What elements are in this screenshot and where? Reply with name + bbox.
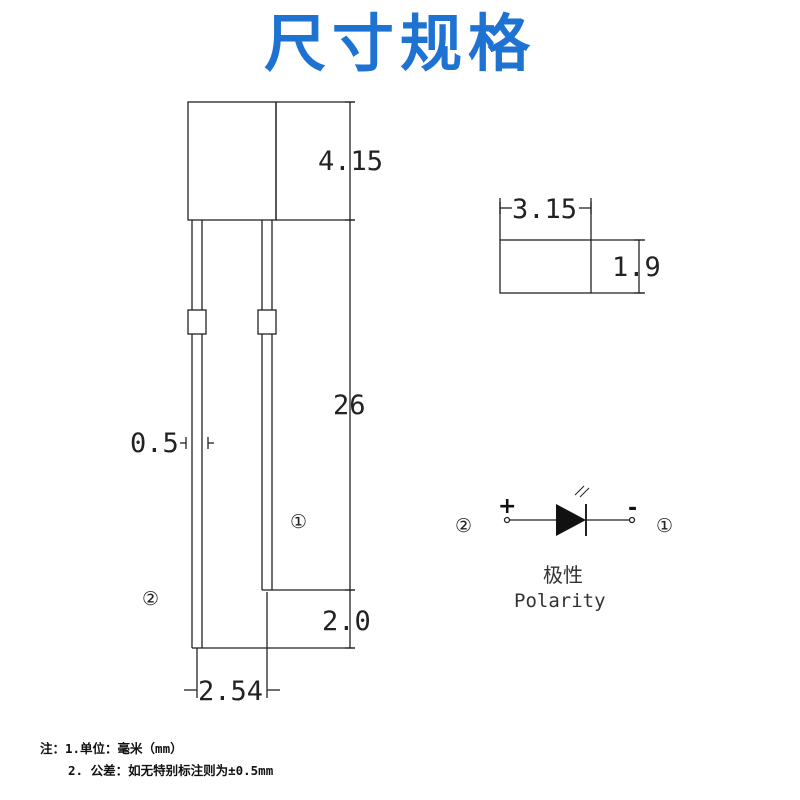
note-line-1: 注：1.单位：毫米（mm） [40,741,183,756]
polarity-label-cn: 极性 [543,563,583,587]
dim-lead-length: 26 [333,390,366,421]
top-view-body [499,239,592,294]
dim-top-height: 1.9 [612,252,661,283]
diode-triangle [556,504,586,536]
polarity-pin-1-marker: ① [656,515,673,537]
dim-lead-width: 0.5 [130,428,179,459]
dim-lead-offset: 2.0 [322,606,371,637]
minus-sign: - [628,496,637,521]
dim-pin-spacing: 2.54 [198,676,263,707]
pin-1-marker: ① [290,511,307,533]
notes: 注：1.单位：毫米（mm） 2. 公差：如无特别标注则为±0.5mm [40,738,273,782]
polarity-pin-2-marker: ② [455,515,472,537]
diode-symbol [503,485,636,536]
page-title: 尺寸规格 [263,7,536,80]
component-body [187,101,277,221]
plus-sign: + [498,494,516,519]
note-line-2: 2. 公差：如无特别标注则为±0.5mm [68,763,274,778]
lead-pin-1 [257,220,277,591]
polarity-label-en: Polarity [514,590,606,612]
pin-2-marker: ② [142,588,159,610]
dim-body-height: 4.15 [318,146,383,177]
dim-top-width: 3.15 [512,194,577,225]
lead-pin-2 [187,220,207,649]
